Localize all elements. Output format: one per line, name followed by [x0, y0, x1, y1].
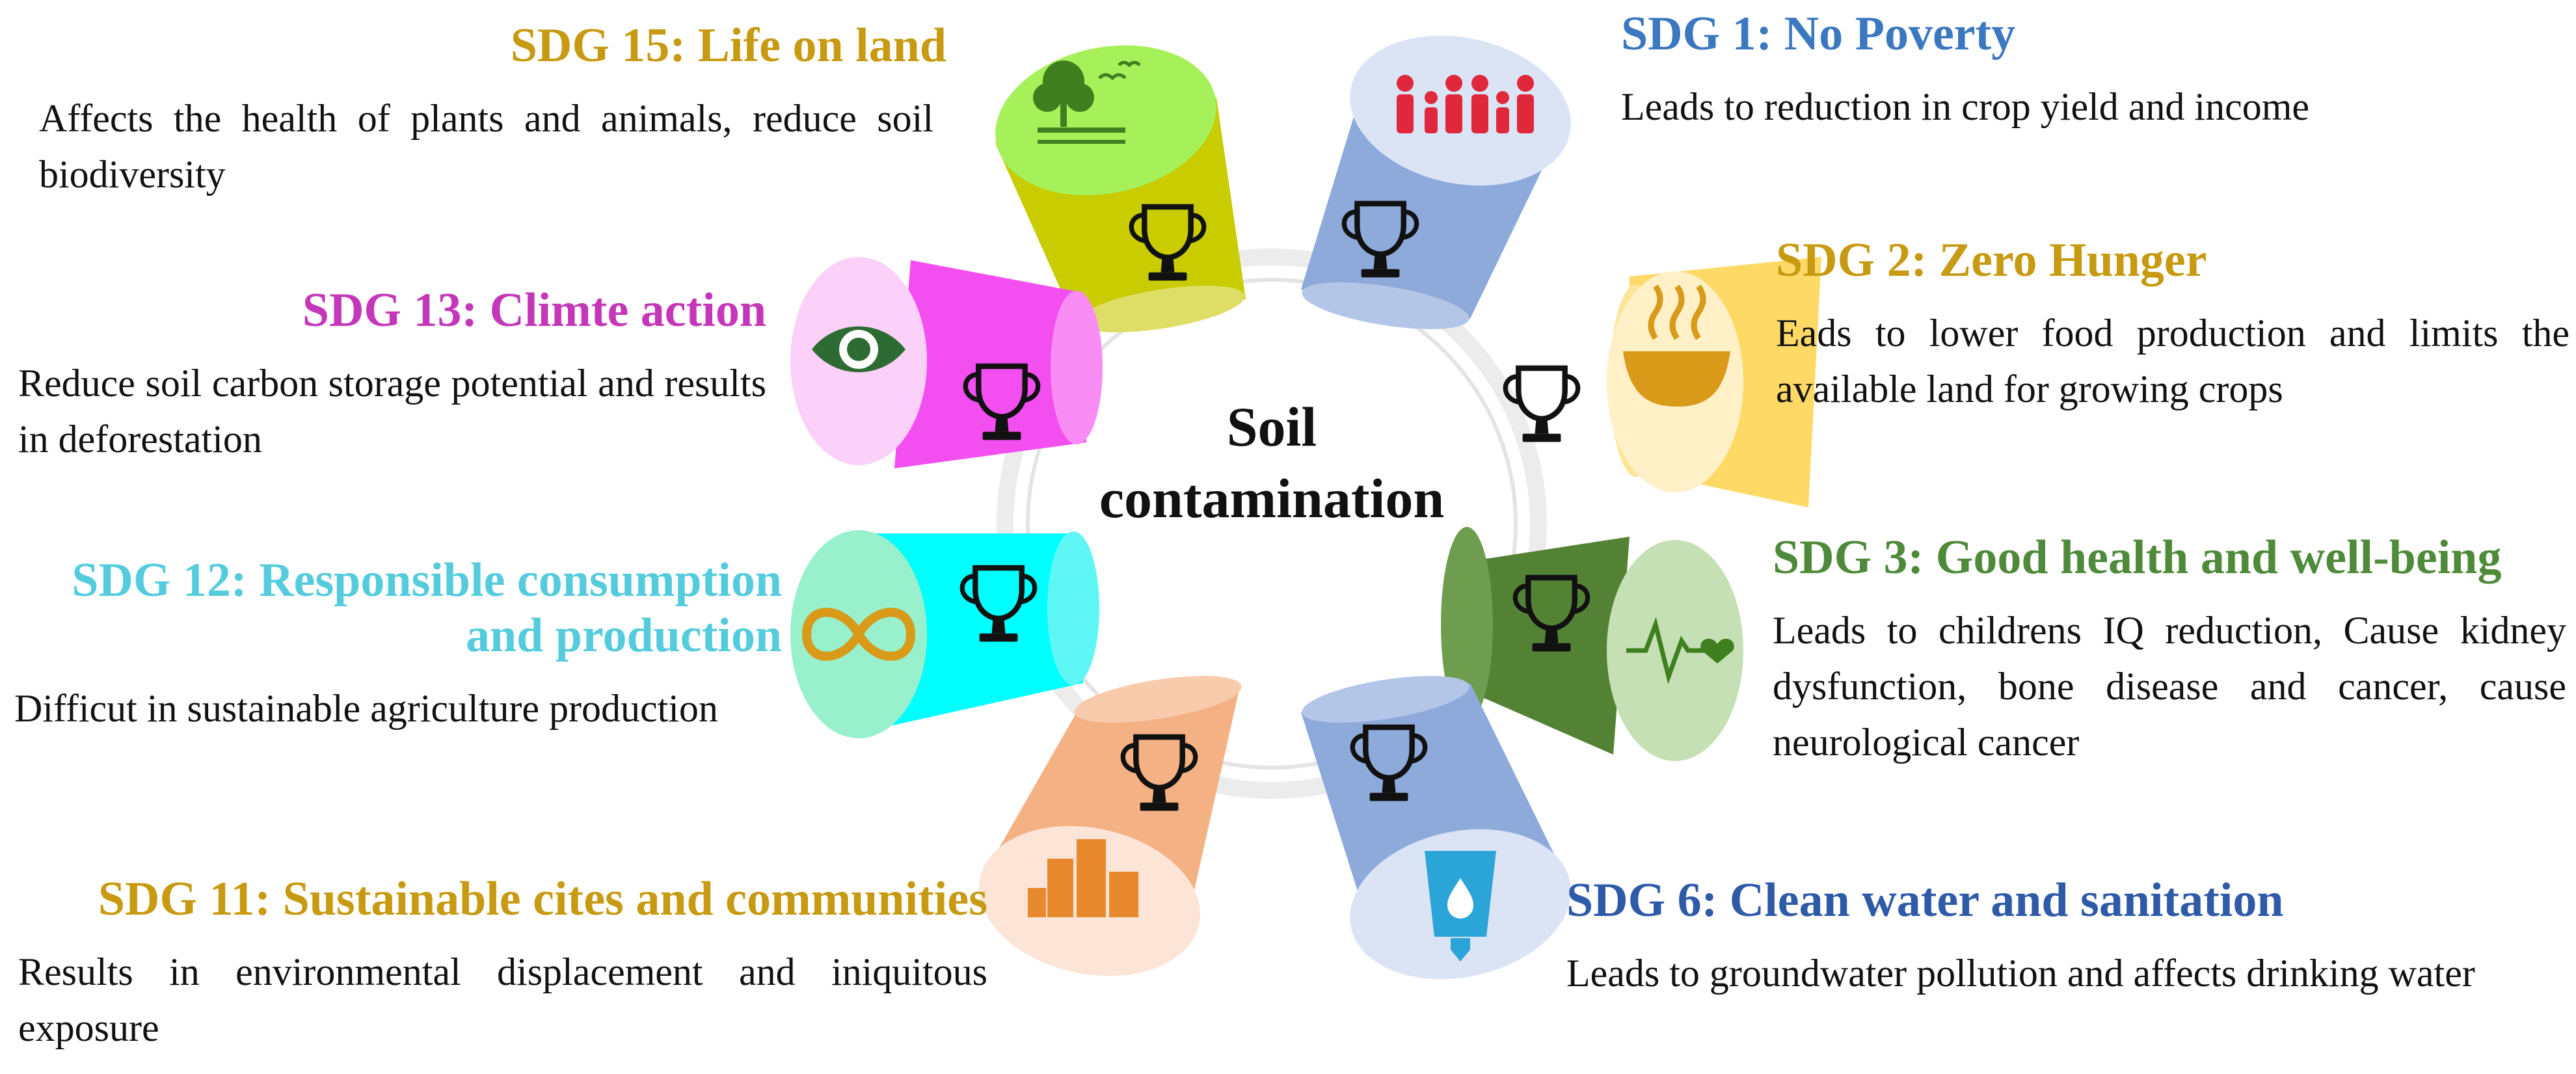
- sdg3-cup: [1441, 527, 1743, 761]
- city-icon: [1028, 839, 1138, 917]
- sdg12-description: Difficut in sustainable agriculture prod…: [14, 687, 718, 731]
- sdg13-block: SDG 13: Climte action Reduce soil carbon…: [18, 283, 766, 467]
- sdg15-description: Affects the health of plants and animals…: [39, 97, 933, 196]
- sdg11-title: SDG 11: Sustainable cites and communitie…: [98, 872, 987, 926]
- sdg2-cup: [1505, 257, 1821, 507]
- sdg11-description: Results in environmental displacement an…: [18, 950, 987, 1050]
- sdg3-block: SDG 3: Good health and well-being Leads …: [1773, 530, 2566, 770]
- sdg11-cup: [979, 676, 1242, 976]
- sdg12-title-line1: SDG 12: Responsible consumption: [72, 554, 782, 607]
- sdg1-description: Leads to reduction in crop yield and inc…: [1621, 85, 2309, 129]
- sdg6-cup: [1301, 676, 1571, 980]
- heartbeat-icon: [1626, 617, 1734, 684]
- sdg15-title: SDG 15: Life on land: [510, 19, 946, 72]
- sdg2-block: SDG 2: Zero Hunger Eads to lower food pr…: [1776, 233, 2569, 417]
- sdg6-block: SDG 6: Clean water and sanitation Leads …: [1566, 873, 2523, 1001]
- food-bowl-icon: [1623, 284, 1730, 407]
- sdg2-title: SDG 2: Zero Hunger: [1776, 234, 2207, 287]
- sdg12-cup: [790, 530, 1099, 738]
- water-glass-icon: [1425, 851, 1496, 961]
- sdg13-title: SDG 13: Climte action: [302, 284, 766, 337]
- sdg13-cup: [790, 257, 1103, 468]
- sdg1-block: SDG 1: No Poverty Leads to reduction in …: [1621, 7, 2558, 135]
- sdg12-title-line2: and production: [466, 609, 782, 663]
- infinity-icon: [801, 608, 916, 661]
- sdg6-title: SDG 6: Clean water and sanitation: [1566, 874, 2284, 927]
- family-icon: [1397, 75, 1534, 133]
- center-label-line1: Soil: [1227, 396, 1317, 458]
- sdg3-title: SDG 3: Good health and well-being: [1773, 531, 2502, 584]
- sdg3-description: Leads to childrens IQ reduction, Cause k…: [1773, 609, 2566, 764]
- sdg13-description: Reduce soil carbon storage potential and…: [18, 362, 766, 461]
- eye-globe-icon: [812, 326, 906, 373]
- sdg11-block: SDG 11: Sustainable cites and communitie…: [18, 872, 987, 1056]
- sdg12-block: SDG 12: Responsible consumption and prod…: [14, 553, 782, 736]
- center-label-line2: contamination: [1099, 467, 1444, 530]
- center-hub: [997, 248, 1547, 799]
- sdg1-cup: [1301, 35, 1571, 329]
- tree-birds-icon: [1033, 60, 1141, 144]
- sdg6-description: Leads to groundwater pollution and affec…: [1566, 952, 2475, 995]
- sdg1-title: SDG 1: No Poverty: [1621, 7, 2016, 60]
- sdg15-cup: [995, 45, 1246, 332]
- sdg2-description: Eads to lower food production and limits…: [1776, 312, 2569, 411]
- sdg15-block: SDG 15: Life on land Affects the health …: [39, 18, 946, 202]
